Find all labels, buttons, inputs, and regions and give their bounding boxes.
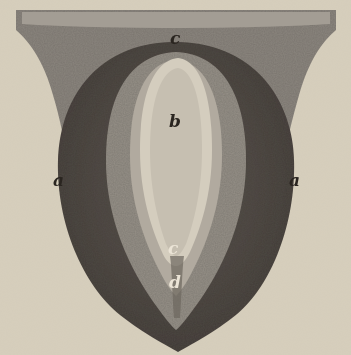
label-d: d: [169, 273, 181, 293]
top-band: [22, 12, 330, 28]
label-c-top: c: [170, 29, 181, 49]
label-a-right: a: [289, 171, 300, 191]
label-c-bottom: c: [168, 239, 179, 259]
label-a-left: a: [53, 171, 64, 191]
label-b: b: [169, 112, 181, 132]
